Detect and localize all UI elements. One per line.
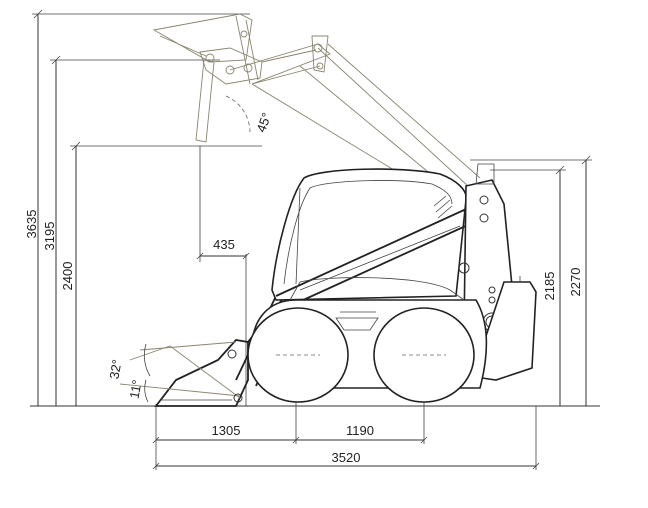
label-3635: 3635 bbox=[24, 210, 39, 239]
label-dump-angle: 45° bbox=[253, 111, 274, 135]
reach-dimension bbox=[196, 146, 250, 406]
right-height-dimension-lines bbox=[470, 155, 592, 406]
label-3520: 3520 bbox=[332, 450, 361, 465]
label-ground-angle: 11° bbox=[127, 379, 145, 400]
angle-arcs bbox=[143, 343, 151, 403]
wheels bbox=[247, 307, 475, 403]
label-1190: 1190 bbox=[346, 423, 374, 438]
height-dimension-lines bbox=[30, 9, 600, 407]
label-1305: 1305 bbox=[212, 423, 241, 438]
label-2400: 2400 bbox=[60, 262, 75, 291]
label-2270: 2270 bbox=[568, 268, 583, 297]
label-435: 435 bbox=[213, 237, 235, 252]
label-3195: 3195 bbox=[42, 222, 57, 251]
label-2185: 2185 bbox=[542, 272, 557, 301]
label-rollback-angle: 32° bbox=[106, 358, 124, 380]
dimension-labels: 3635 3195 2400 435 2185 2270 1305 1190 3… bbox=[24, 111, 583, 465]
